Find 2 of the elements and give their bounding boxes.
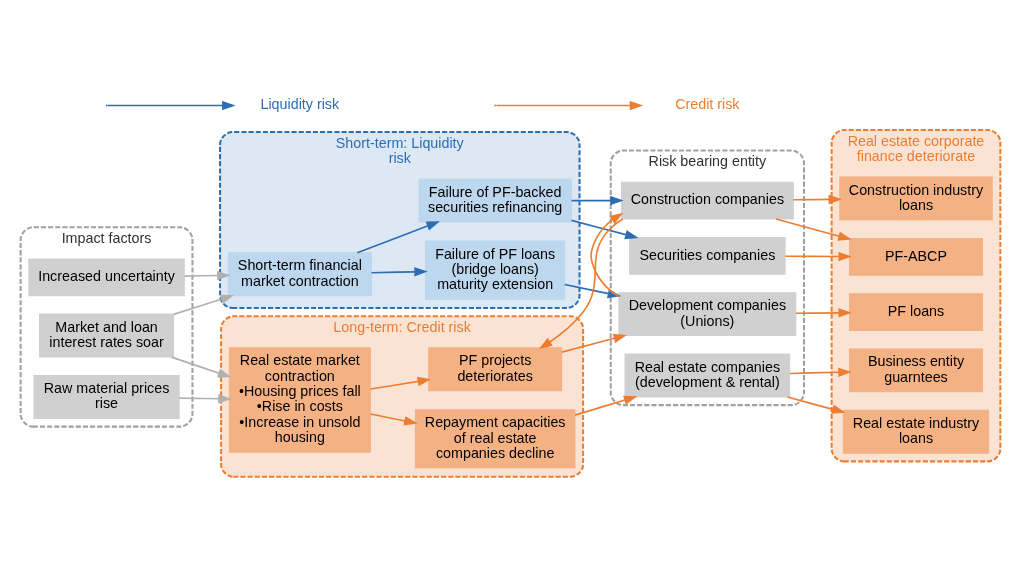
legend-label: Liquidity risk [260,96,340,113]
legend-label: Credit risk [675,96,740,113]
